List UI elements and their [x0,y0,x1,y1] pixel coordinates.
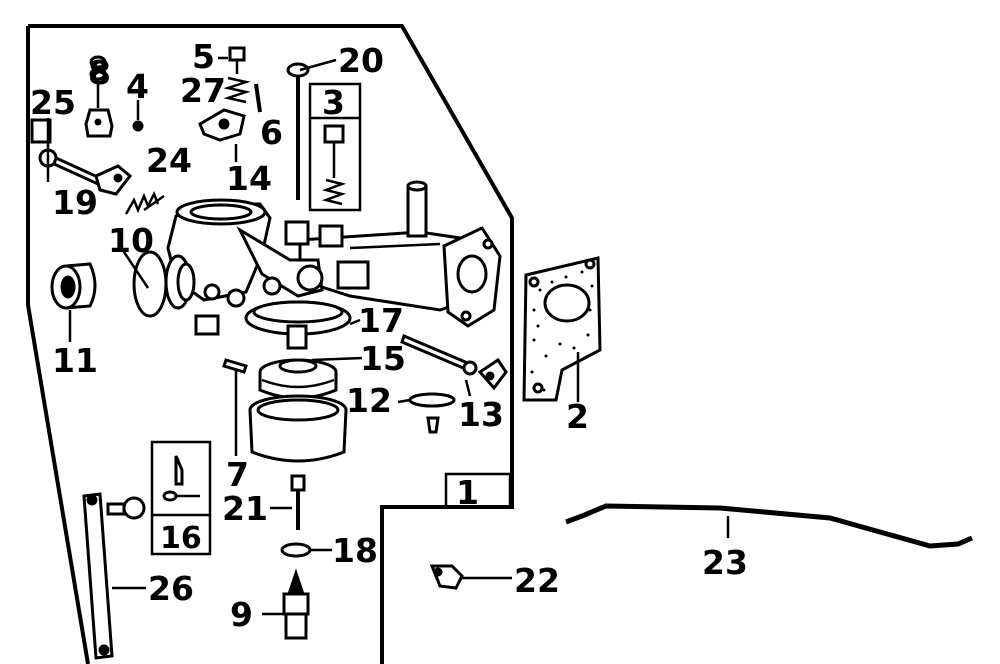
bushing-11 [50,262,97,310]
callouts: 1 2 3 4 5 6 7 8 9 10 11 12 13 14 15 16 1… [30,37,748,634]
main-panel-left-edge [26,26,90,664]
float [258,358,338,400]
screw-13 [400,333,508,391]
lever-14 [198,108,246,142]
callout-18: 18 [332,531,378,570]
needle-21 [290,474,306,530]
screw-5 [223,46,251,104]
washer-12 [408,392,456,434]
callout-21: 21 [222,489,268,528]
callout-7: 7 [226,455,249,494]
callout-16: 16 [160,521,202,556]
screw-near-16 [106,496,146,520]
clip-8 [84,55,114,138]
long-screw-20 [286,62,310,200]
callout-15: 15 [360,339,406,378]
leader-lines [46,56,730,616]
callout-27: 27 [180,71,226,110]
callout-1: 1 [456,473,479,512]
callout-26: 26 [148,569,194,608]
inset-box-16 [150,440,212,556]
callout-20: 20 [338,41,384,80]
control-rod-23 [565,503,973,549]
callout-13: 13 [458,395,504,434]
callout-14: 14 [226,159,272,198]
intake-gasket [522,256,602,402]
callout-23: 23 [702,543,748,582]
callout-6: 6 [260,113,283,152]
callout-11: 11 [52,341,98,380]
callout-5: 5 [192,37,215,76]
callout-2: 2 [566,397,589,436]
callout-12: 12 [346,381,392,420]
callout-25: 25 [30,83,76,122]
gasket-ring-10 [132,250,168,318]
callout-24: 24 [146,141,192,180]
fitting-9 [282,568,310,640]
pin-7 [222,358,248,374]
inset-box-1 [444,472,512,509]
inset-box-3 [308,82,362,212]
carburetor-body [164,180,502,350]
nut-4 [132,120,144,132]
callout-9: 9 [230,595,253,634]
callout-8: 8 [88,53,111,92]
link-rod-26 [82,492,114,660]
callout-3: 3 [322,83,345,122]
float-bowl [248,394,348,463]
pin-6 [254,83,262,113]
throttle-shaft-19 [30,118,133,196]
washer-18 [280,542,312,558]
callout-19: 19 [52,183,98,222]
callout-4: 4 [126,67,149,106]
fitting-22 [429,564,464,590]
callout-22: 22 [514,561,560,600]
callout-17: 17 [358,301,404,340]
callout-10: 10 [108,221,154,260]
spring-24 [124,190,160,215]
